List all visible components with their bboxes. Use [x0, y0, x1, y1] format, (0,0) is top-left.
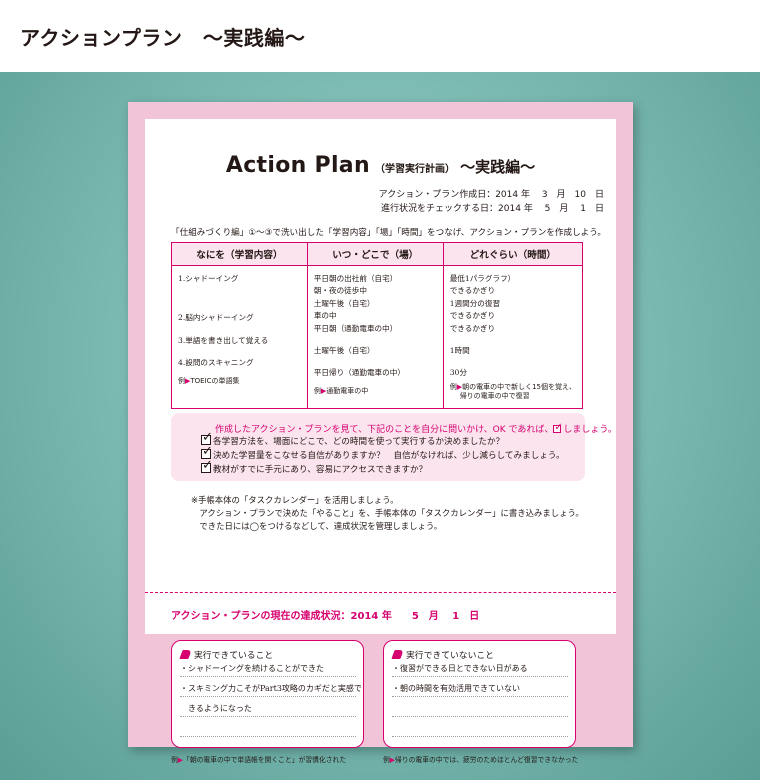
table-header-row: なにを（学習内容） いつ・どこで（場） どれぐらい（時間） — [171, 242, 584, 266]
checked-checkbox-icon[interactable] — [201, 458, 213, 473]
done-line[interactable]: ・スキミング力こそがPart3攻略のカギだと実感で — [180, 681, 362, 697]
calendar-note: ※手帳本体の「タスクカレンダー」を活用しましょう。 アクション・プランで決めた「… — [191, 495, 584, 531]
not-done-box: 実行できていないこと ・復習ができる日とできない日がある ・朝の時間を有効活用で… — [383, 640, 576, 748]
header-where: いつ・どこで（場） — [306, 242, 444, 266]
not-done-line[interactable] — [392, 701, 568, 717]
table-body-row: 1.シャドーイング 2.脳内シャドーイング 3.単語を書き出して覚える 4.設問… — [171, 265, 584, 409]
not-done-example: 例▶帰りの電車の中では、疲労のためほとんど復習できなかった — [383, 756, 579, 764]
column-how-much: 最低1パラグラフ） できるかぎり 1週間分の復習 できるかぎり できるかぎり 1… — [442, 265, 584, 409]
header-how-much: どれぐらい（時間） — [442, 242, 584, 266]
what-item: 4.設問のスキャニング — [178, 358, 254, 368]
done-line[interactable]: ・シャドーイングを続けることができた — [180, 661, 356, 677]
self-check-panel: 作成したアクション・プランを見て、下記のことを自分に問いかけ、OK であれば、し… — [171, 413, 617, 481]
example-how-much: 例▶朝の電車の中で新しく15個を覚え、 — [449, 382, 576, 391]
done-box-title: 実行できていること — [179, 648, 273, 661]
section-divider — [145, 592, 616, 593]
what-item: 2.脳内シャドーイング — [178, 313, 254, 323]
where-item: 平日朝の出社前（自宅） — [313, 274, 398, 283]
example-where: 例▶通勤電車の中 — [313, 386, 369, 395]
where-item: 土曜午後（自宅） — [313, 298, 375, 308]
page-header: アクションプラン ～実践編～ — [0, 0, 760, 72]
how-much-item: できるかぎり — [449, 286, 496, 296]
background-stage: Action Plan （学習実行計画） ～実践編～ アクション・プラン作成日：… — [0, 72, 760, 780]
how-much-item: できるかぎり — [449, 311, 496, 321]
not-done-line[interactable]: ・朝の時間を有効活用できていない — [392, 681, 568, 697]
self-check-heading: 作成したアクション・プランを見て、下記のことを自分に問いかけ、OK であれば、し… — [215, 422, 617, 435]
example-what: 例▶TOEICの単語集 — [178, 376, 240, 385]
example-how-much-2: 帰りの電車の中で復習 — [459, 391, 530, 400]
done-line[interactable] — [180, 721, 356, 737]
where-item: 朝・夜の徒歩中 — [313, 286, 367, 296]
achievement-status-line: アクション・プランの現在の達成状況：2014 年 5 月 1 日 — [171, 611, 480, 622]
where-item: 車の中 — [313, 311, 337, 321]
title-paren: （学習実行計画） — [375, 164, 456, 175]
check-item: 決めた学習量をこなせる自信がありますか？ 自信がなければ、少し減らしてみましょう… — [201, 444, 565, 461]
how-much-item: 30分 — [449, 368, 467, 378]
how-much-item: 最低1パラグラフ） — [449, 274, 516, 283]
column-what: 1.シャドーイング 2.脳内シャドーイング 3.単語を書き出して覚える 4.設問… — [171, 265, 308, 409]
column-where: 平日朝の出社前（自宅） 朝・夜の徒歩中 土曜午後（自宅） 車の中 平日朝（通勤電… — [306, 265, 444, 409]
created-date-line: アクション・プラン作成日：2014 年 3 月 10 日 — [378, 190, 604, 200]
sheet-content: Action Plan （学習実行計画） ～実践編～ アクション・プラン作成日：… — [145, 119, 617, 634]
check-item: 教材がすでに手元にあり、容易にアクセスできますか？ — [201, 458, 427, 475]
not-done-line[interactable]: ・復習ができる日とできない日がある — [392, 661, 568, 677]
what-item: 1.シャドーイング — [178, 274, 239, 283]
action-plan-sheet: Action Plan （学習実行計画） ～実践編～ アクション・プラン作成日：… — [128, 102, 633, 764]
what-item: 3.単語を書き出して覚える — [178, 335, 269, 345]
done-line[interactable]: きるようになった — [180, 701, 356, 717]
done-example: 例▶「朝の電車の中で単語帳を開くこと」が習慣化された — [171, 756, 347, 764]
how-much-item: できるかぎり — [449, 323, 496, 333]
where-item: 土曜午後（自宅） — [313, 346, 375, 356]
page-title: アクションプラン ～実践編～ — [20, 26, 306, 50]
how-much-item: 1時間 — [449, 346, 470, 356]
title-sub: ～実践編～ — [460, 158, 536, 176]
header-what: なにを（学習内容） — [171, 242, 308, 266]
document-title: Action Plan （学習実行計画） ～実践編～ — [145, 153, 616, 178]
check-date-line: 進行状況をチェックする日：2014 年 5 月 1 日 — [381, 204, 604, 214]
title-main: Action Plan — [225, 153, 370, 178]
not-done-box-title: 実行できていないこと — [391, 648, 494, 661]
pen-icon — [179, 650, 192, 659]
not-done-line[interactable] — [392, 721, 568, 737]
where-item: 平日帰り（通勤電車の中） — [313, 368, 405, 378]
plan-table: なにを（学習内容） いつ・どこで（場） どれぐらい（時間） 1.シャドーイング … — [171, 242, 584, 409]
checkbox-icon — [553, 422, 563, 433]
check-item: 各学習方法を、場面にどこで、どの時間を使って実行するか決めましたか？ — [201, 430, 504, 447]
done-box: 実行できていること ・シャドーイングを続けることができた ・スキミング力こそがP… — [171, 640, 364, 748]
how-much-item: 1週間分の復習 — [449, 298, 501, 308]
instruction-text: 「仕組みづくり編」①～③で洗い出した「学習内容」「場」「時間」をつなげ、アクショ… — [171, 228, 606, 238]
where-item: 平日朝（通勤電車の中） — [313, 323, 398, 333]
pen-icon — [391, 650, 404, 659]
